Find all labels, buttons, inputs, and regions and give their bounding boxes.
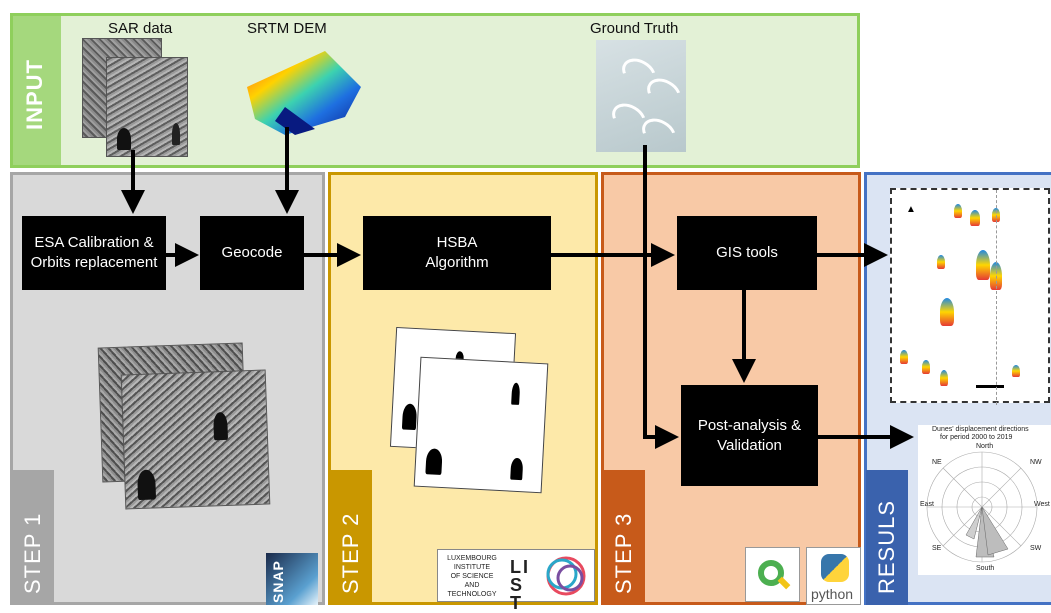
post-analysis-box: Post-analysis & Validation (681, 385, 818, 486)
hsba-box: HSBA Algorithm (363, 216, 551, 290)
results-label-strip (866, 470, 908, 605)
input-label-strip (13, 16, 61, 165)
step2-label-strip (330, 470, 372, 605)
sar-image-front (106, 57, 188, 157)
list-line2: INSTITUTE (453, 564, 491, 571)
python-icon (821, 554, 849, 582)
rose-title: Dunes' displacement directions (932, 426, 1029, 433)
snap-logo: SNAP (266, 553, 318, 605)
rose-plot (926, 451, 1038, 563)
step1-label-strip (12, 470, 54, 605)
step3-label-strip (603, 470, 645, 605)
list-line4: AND TECHNOLOGY (447, 582, 497, 598)
geocode-box: Geocode (200, 216, 304, 290)
rose-chart: Dunes' displacement directions for perio… (918, 425, 1051, 575)
list-line1: LUXEMBOURG (447, 555, 497, 562)
dem-caption: SRTM DEM (247, 20, 327, 37)
gis-tools-box: GIS tools (677, 216, 817, 290)
rose-subtitle: for period 2000 to 2019 (940, 434, 1013, 441)
qgis-logo (745, 547, 800, 602)
rose-north: North (976, 443, 994, 450)
rose-south: South (976, 565, 995, 572)
qgis-icon (758, 560, 784, 586)
python-logo: python (806, 547, 861, 605)
list-mark: LIST (510, 557, 530, 613)
rose-sw: SW (1030, 545, 1042, 552)
gt-caption: Ground Truth (590, 20, 679, 37)
rose-nw: NW (1030, 459, 1042, 466)
rose-se: SE (932, 545, 942, 552)
calibration-box: ESA Calibration & Orbits replacement (22, 216, 166, 290)
list-line3: OF SCIENCE (450, 573, 494, 580)
sar-caption: SAR data (108, 20, 173, 37)
north-arrow-icon: ▲ (906, 204, 916, 215)
rose-west: West (1034, 501, 1050, 508)
results-map-image: ▲ (890, 188, 1050, 405)
rose-ne: NE (932, 459, 942, 466)
list-logo: LUXEMBOURG INSTITUTE OF SCIENCE AND TECH… (437, 549, 595, 612)
snap-logo-text: SNAP (270, 560, 286, 603)
ground-truth-image (596, 40, 687, 154)
list-rings-icon (546, 556, 586, 596)
python-text: python (811, 586, 854, 602)
